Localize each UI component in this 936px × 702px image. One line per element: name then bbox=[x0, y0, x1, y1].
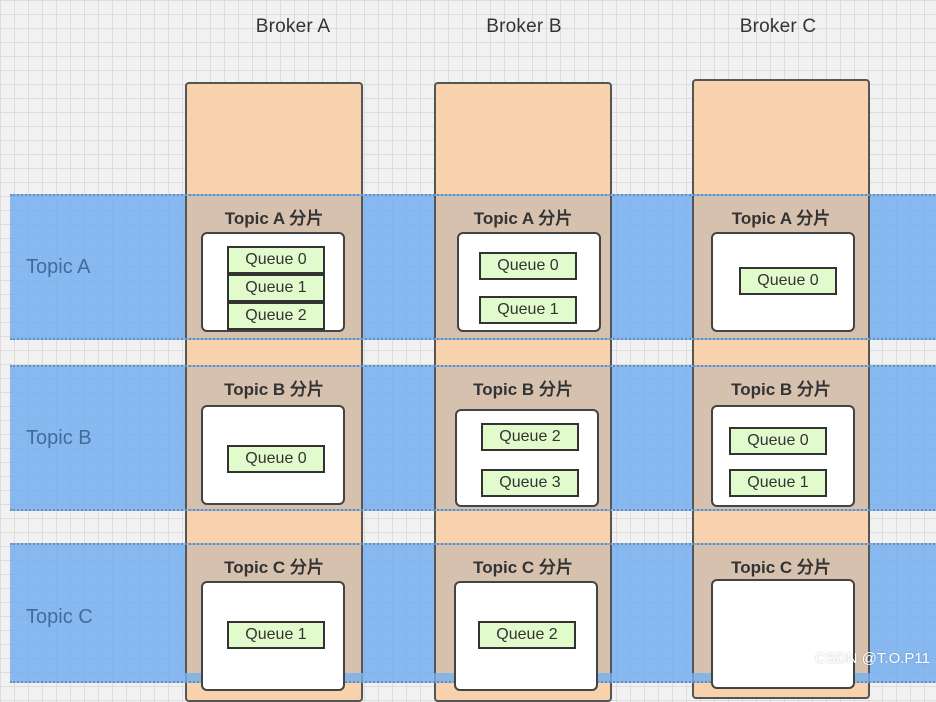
queue-item: Queue 0 bbox=[227, 246, 325, 274]
queue-item: Queue 1 bbox=[227, 274, 325, 302]
queue-item: Queue 0 bbox=[479, 252, 577, 280]
topic-c-shard-broker-a: Topic C 分片 Queue 1 bbox=[185, 545, 363, 691]
queue-container: Queue 0 Queue 1 bbox=[457, 232, 601, 332]
topic-c-shard-broker-c: Topic C 分片 bbox=[692, 545, 870, 689]
topic-b-shard-broker-b: Topic B 分片 Queue 2 Queue 3 bbox=[434, 367, 612, 509]
watermark: CSDN @T.O.P11 bbox=[815, 650, 930, 667]
topic-b-shard-broker-a: Topic B 分片 Queue 0 bbox=[185, 367, 363, 509]
topic-c-shard-broker-b: Topic C 分片 Queue 2 bbox=[434, 545, 612, 691]
queue-container: Queue 1 bbox=[201, 581, 345, 691]
queue-item: Queue 2 bbox=[478, 621, 576, 649]
topic-a-shard-broker-b: Topic A 分片 Queue 0 Queue 1 bbox=[434, 196, 612, 338]
broker-a-label: Broker A bbox=[255, 16, 331, 37]
shard-title: Topic A 分片 bbox=[224, 209, 324, 228]
queue-container: Queue 0 bbox=[201, 405, 345, 505]
queue-container: Queue 0 Queue 1 bbox=[711, 405, 855, 507]
queue-item: Queue 1 bbox=[479, 296, 577, 324]
queue-container: Queue 0 Queue 1 Queue 2 bbox=[201, 232, 345, 332]
queue-container-empty bbox=[711, 579, 855, 689]
topic-a-shard-broker-a: Topic A 分片 Queue 0 Queue 1 Queue 2 bbox=[185, 196, 363, 338]
shard-title: Topic A 分片 bbox=[731, 209, 831, 228]
topic-c-label: Topic C bbox=[26, 606, 93, 628]
queue-container: Queue 0 bbox=[711, 232, 855, 332]
queue-item: Queue 0 bbox=[227, 445, 325, 473]
shard-title: Topic C 分片 bbox=[731, 558, 831, 577]
queue-item: Queue 2 bbox=[481, 423, 579, 451]
topic-a-label: Topic A bbox=[26, 256, 91, 278]
broker-b-label: Broker B bbox=[486, 16, 562, 37]
shard-title: Topic C 分片 bbox=[473, 558, 573, 577]
shard-title: Topic A 分片 bbox=[473, 209, 573, 228]
topic-b-label: Topic B bbox=[26, 427, 92, 449]
queue-item: Queue 2 bbox=[227, 302, 325, 330]
topic-a-shard-broker-c: Topic A 分片 Queue 0 bbox=[692, 196, 870, 338]
shard-title: Topic B 分片 bbox=[731, 380, 831, 399]
broker-c-label: Broker C bbox=[739, 16, 817, 37]
shard-title: Topic B 分片 bbox=[224, 380, 324, 399]
shard-title: Topic C 分片 bbox=[224, 558, 324, 577]
queue-container: Queue 2 Queue 3 bbox=[455, 409, 599, 507]
queue-item: Queue 0 bbox=[729, 427, 827, 455]
queue-item: Queue 0 bbox=[739, 267, 837, 295]
queue-container: Queue 2 bbox=[454, 581, 598, 691]
queue-item: Queue 1 bbox=[729, 469, 827, 497]
shard-title: Topic B 分片 bbox=[473, 380, 573, 399]
queue-item: Queue 1 bbox=[227, 621, 325, 649]
queue-item: Queue 3 bbox=[481, 469, 579, 497]
topic-b-shard-broker-c: Topic B 分片 Queue 0 Queue 1 bbox=[692, 367, 870, 509]
